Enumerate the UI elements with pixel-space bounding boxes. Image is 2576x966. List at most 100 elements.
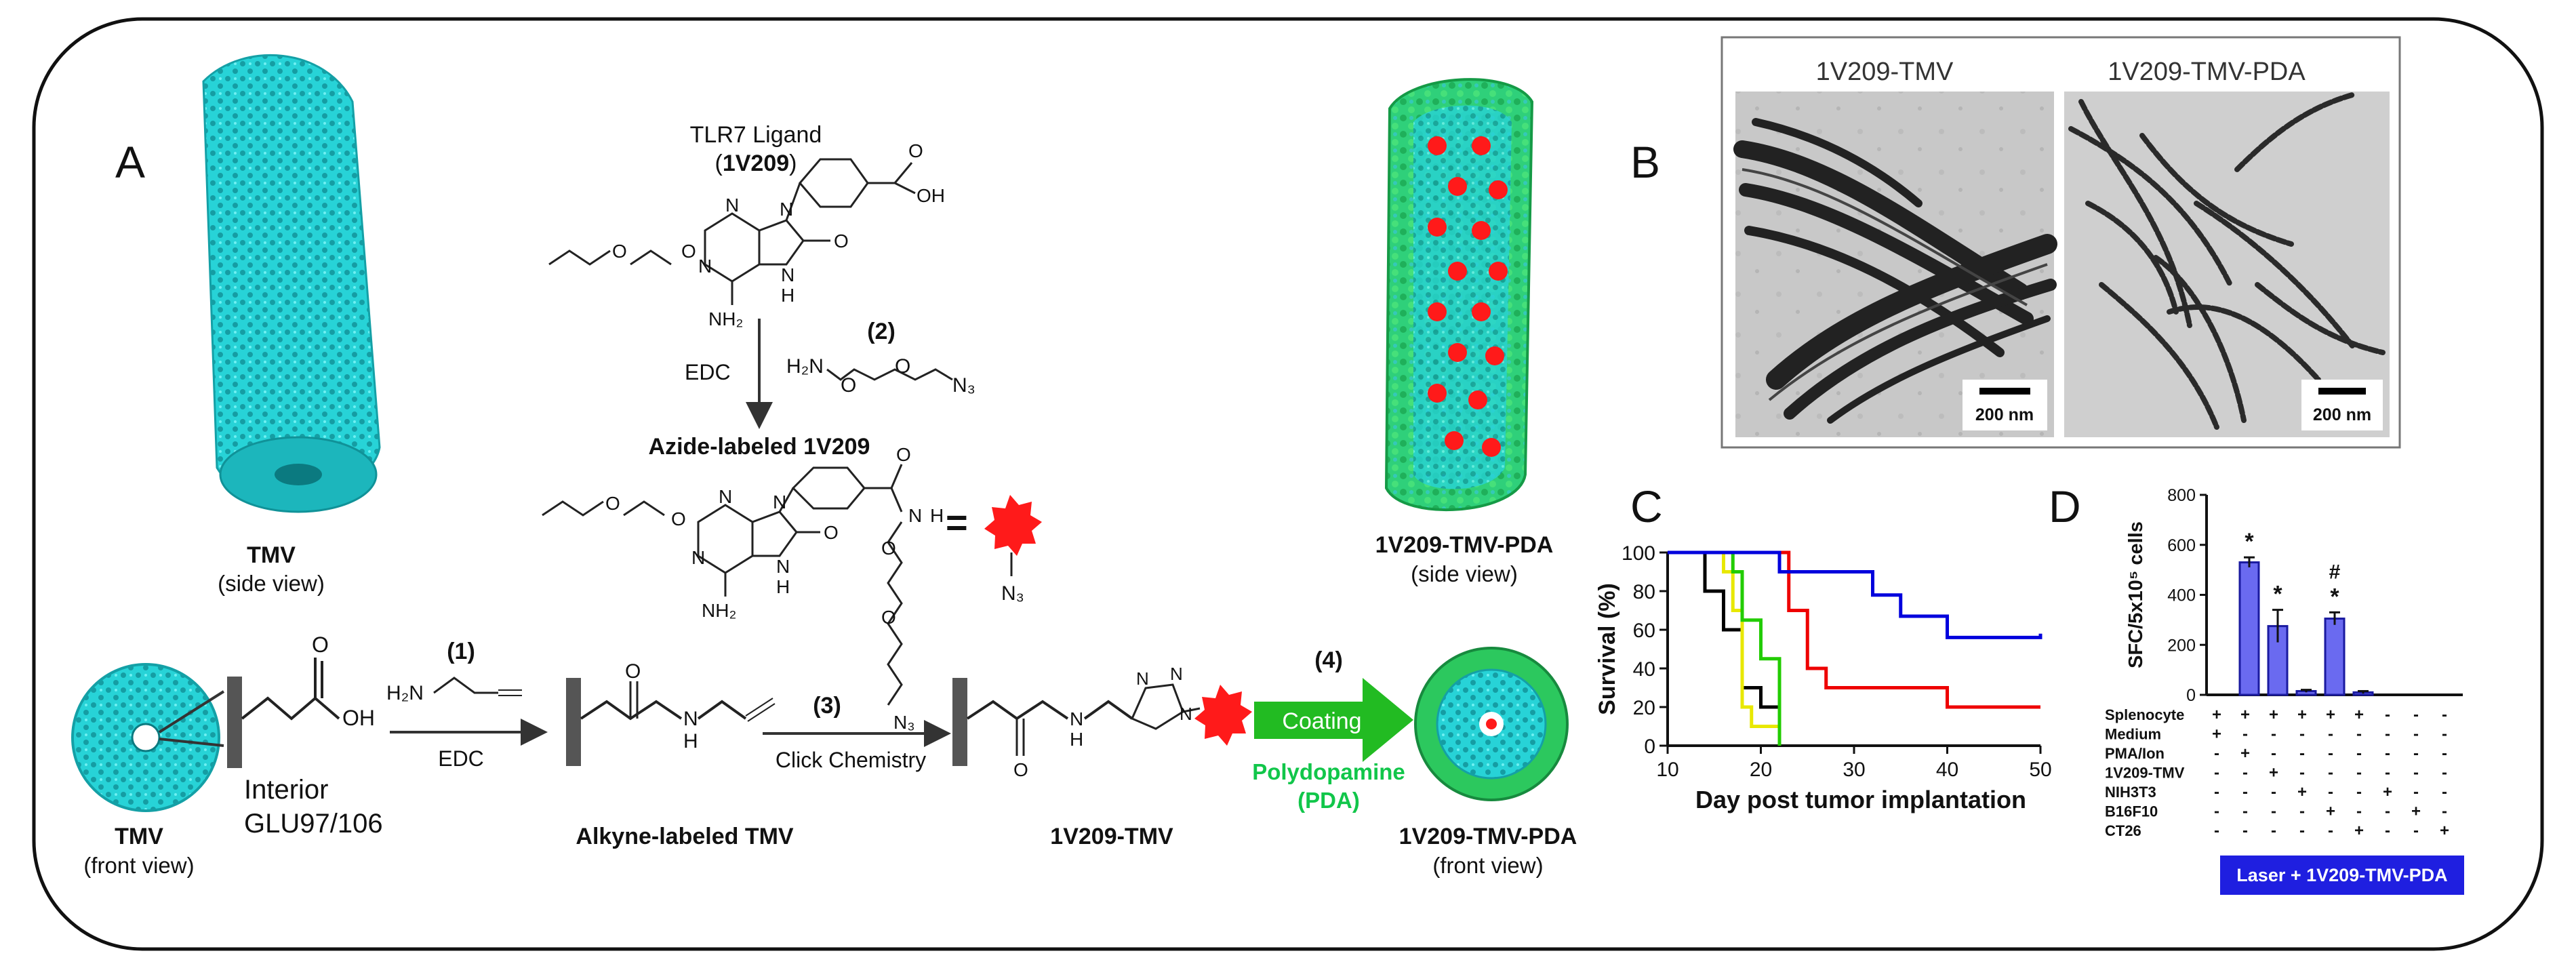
ligand-h: H <box>781 285 794 306</box>
tem-right-scale: 200 nm <box>2313 405 2371 424</box>
equals-sign: = <box>946 501 968 544</box>
matrix-row-label-1: Medium <box>2105 726 2161 743</box>
tem-left-title: 1V209-TMV <box>1816 58 1954 86</box>
matrix-row-label-2: PMA/Ion <box>2105 745 2165 762</box>
azide-h: H <box>776 576 790 597</box>
azide-chain-o1: O <box>881 538 896 559</box>
coating-arrow <box>1254 678 1413 762</box>
matrix-cell-6-7: - <box>2413 822 2419 840</box>
bar-1 <box>2238 561 2260 696</box>
azide-structure <box>542 464 903 706</box>
y-axis-label: Survival (%) <box>1594 583 1620 715</box>
interior-line2: GLU97/106 <box>244 809 383 839</box>
matrix-cell-1-1: - <box>2242 725 2248 744</box>
step2-number: (2) <box>867 319 895 344</box>
final-side-view: (side view) <box>1411 561 1518 586</box>
matrix-row-label-0: Splenocyte <box>2105 706 2184 723</box>
matrix-cell-4-5: - <box>2356 783 2362 801</box>
matrix-cell-6-4: - <box>2328 822 2333 840</box>
azide-nh: N <box>776 556 790 577</box>
panel-d-letter: D <box>2049 481 2081 531</box>
bar-4 <box>2324 618 2346 696</box>
matrix-cell-3-5: - <box>2356 764 2362 782</box>
panel-a: A TMV (side view) TMV (front view) O OH … <box>71 54 1577 878</box>
matrix-cell-0-2: + <box>2269 706 2278 724</box>
matrix-cell-3-2: + <box>2269 764 2278 782</box>
final-side-rod <box>1384 78 1534 511</box>
matrix-cell-1-0: + <box>2212 725 2221 744</box>
survival-series-2 <box>1668 550 1782 746</box>
step3-reagent: Click Chemistry <box>776 748 926 772</box>
matrix-cell-0-0: + <box>2212 706 2221 724</box>
step1-reagent: EDC <box>438 746 484 771</box>
ligand-id-bold: 1V209 <box>723 150 789 176</box>
matrix-cell-3-7: - <box>2413 764 2419 782</box>
matrix-cell-5-7: + <box>2411 803 2421 821</box>
matrix-cell-1-4: - <box>2328 725 2333 744</box>
matrix-cell-0-4: + <box>2326 706 2335 724</box>
panel-a-letter: A <box>115 137 145 187</box>
matrix-cell-6-6: - <box>2385 822 2390 840</box>
alkyne-chem-o: O <box>625 660 641 683</box>
interior-line1: Interior <box>244 775 329 805</box>
matrix-cell-1-8: - <box>2442 725 2447 744</box>
y-tick-label: 20 <box>1633 697 1655 719</box>
alkyne-chem-h: H <box>683 730 698 752</box>
laser-banner-text: Laser + 1V209-TMV-PDA <box>2236 865 2447 885</box>
matrix-cell-6-3: - <box>2299 822 2305 840</box>
matrix-cell-5-4: + <box>2326 803 2335 821</box>
ligand-o-ether1: O <box>612 241 627 262</box>
product1-label: 1V209-TMV <box>1050 824 1173 849</box>
alkyne-label: Alkyne-labeled TMV <box>576 824 794 849</box>
matrix-cell-3-1: - <box>2242 764 2248 782</box>
tem-right-image: 200 nm <box>2064 92 2390 437</box>
survival-series-0 <box>1668 550 1782 746</box>
product-1v209-tmv <box>952 678 1252 766</box>
chem-o-acid: O <box>312 632 329 657</box>
y-tick-label: 60 <box>1633 620 1655 642</box>
tem-left-scale: 200 nm <box>1975 405 2034 424</box>
ligand-id-close: ) <box>789 150 797 176</box>
y-tick-label: 600 <box>2167 536 2196 555</box>
matrix-cell-5-6: - <box>2385 803 2390 821</box>
y-tick-label: 400 <box>2167 586 2196 605</box>
y-tick-label: 100 <box>1622 542 1655 565</box>
azide-amide-nh: N <box>908 505 922 526</box>
tri-n2: N <box>1170 664 1183 684</box>
matrix-cell-2-7: - <box>2413 744 2419 763</box>
figure-frame <box>32 17 2544 951</box>
matrix-row-label-4: NIH3T3 <box>2105 784 2156 801</box>
red-ligand-star <box>984 495 1042 556</box>
matrix-cell-0-1: + <box>2240 706 2250 724</box>
matrix-cell-6-1: - <box>2242 822 2248 840</box>
matrix-cell-2-5: - <box>2356 744 2362 763</box>
step4-number: (4) <box>1314 647 1343 673</box>
ligand-title: TLR7 Ligand <box>690 122 822 148</box>
significance-star-2: * <box>2273 582 2282 607</box>
matrix-cell-3-8: - <box>2442 764 2447 782</box>
tmv-side-rod <box>202 54 381 513</box>
y-tick-label: 0 <box>1644 736 1655 758</box>
matrix-cell-5-8: - <box>2442 803 2447 821</box>
tri-n1: N <box>1136 668 1149 689</box>
matrix-cell-5-3: - <box>2299 803 2305 821</box>
coating-label: Coating <box>1282 708 1361 734</box>
azide-label: Azide-labeled 1V209 <box>649 434 870 460</box>
matrix-cell-2-3: - <box>2299 744 2305 763</box>
matrix-cell-2-0: - <box>2214 744 2219 763</box>
matrix-cell-1-7: - <box>2413 725 2419 744</box>
matrix-cell-3-0: - <box>2214 764 2219 782</box>
tri-n3: N <box>1180 704 1192 724</box>
matrix-cell-6-2: - <box>2271 822 2276 840</box>
matrix-cell-3-4: - <box>2328 764 2333 782</box>
propargyl-h2n: H₂N <box>386 682 424 704</box>
step2-reagent: EDC <box>685 360 731 384</box>
tmv-side-name: TMV <box>247 542 296 568</box>
significance-star-1: * <box>2245 529 2254 555</box>
significance-star-4: * <box>2330 584 2339 609</box>
alkyne-chem-n: N <box>683 708 698 730</box>
